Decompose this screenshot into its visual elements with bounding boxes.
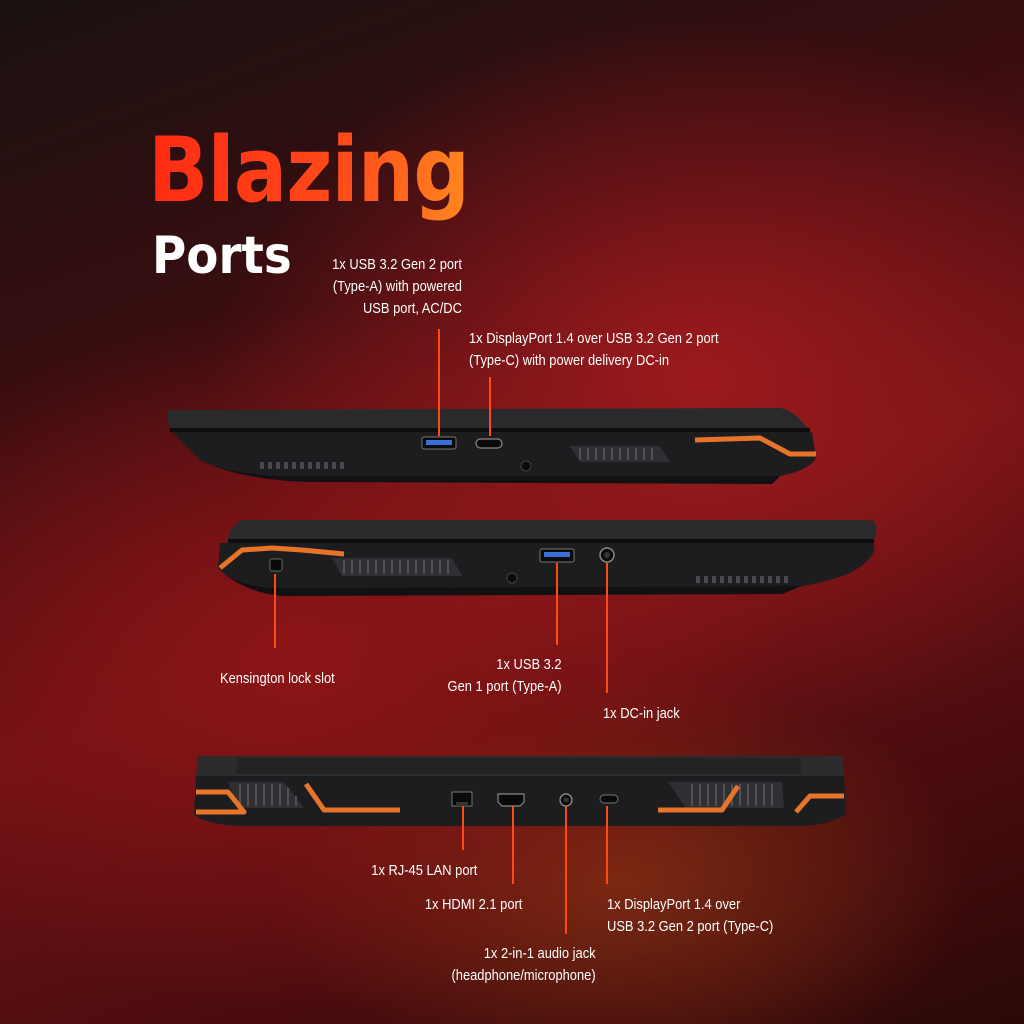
leader-dp-typec (606, 806, 608, 884)
leader-kensington (274, 574, 276, 648)
laptop-left-side-view (218, 520, 877, 596)
label-rj45: 1x RJ-45 LAN port (370, 862, 477, 879)
label-displayport-typec-pd: 1x DisplayPort 1.4 over USB 3.2 Gen 2 po… (469, 330, 719, 369)
label-audio: 1x 2-in-1 audio jack (headphone/micropho… (451, 945, 596, 984)
leader-hdmi (512, 806, 514, 884)
label-hdmi: 1x HDMI 2.1 port (424, 896, 522, 913)
label-kensington: Kensington lock slot (220, 670, 335, 687)
title-ports: Ports (152, 226, 292, 286)
label-dc-in: 1x DC-in jack (603, 705, 680, 722)
laptop-right-side-view (167, 408, 816, 484)
label-usb-typea-powered: 1x USB 3.2 Gen 2 port (Type-A) with powe… (332, 256, 462, 317)
label-usb-gen1: 1x USB 3.2 Gen 1 port (Type-A) (447, 656, 562, 695)
label-dp-typec: 1x DisplayPort 1.4 over USB 3.2 Gen 2 po… (607, 896, 774, 935)
leader-displayport-typec-pd (489, 377, 491, 436)
leader-usb-gen1 (556, 563, 558, 645)
title-blazing: Blazing (148, 118, 470, 223)
leader-dc-in (606, 563, 608, 693)
laptop-rear-view (194, 756, 846, 826)
leader-rj45 (462, 806, 464, 850)
leader-audio (565, 806, 567, 934)
leader-usb-typea-powered (438, 329, 440, 436)
